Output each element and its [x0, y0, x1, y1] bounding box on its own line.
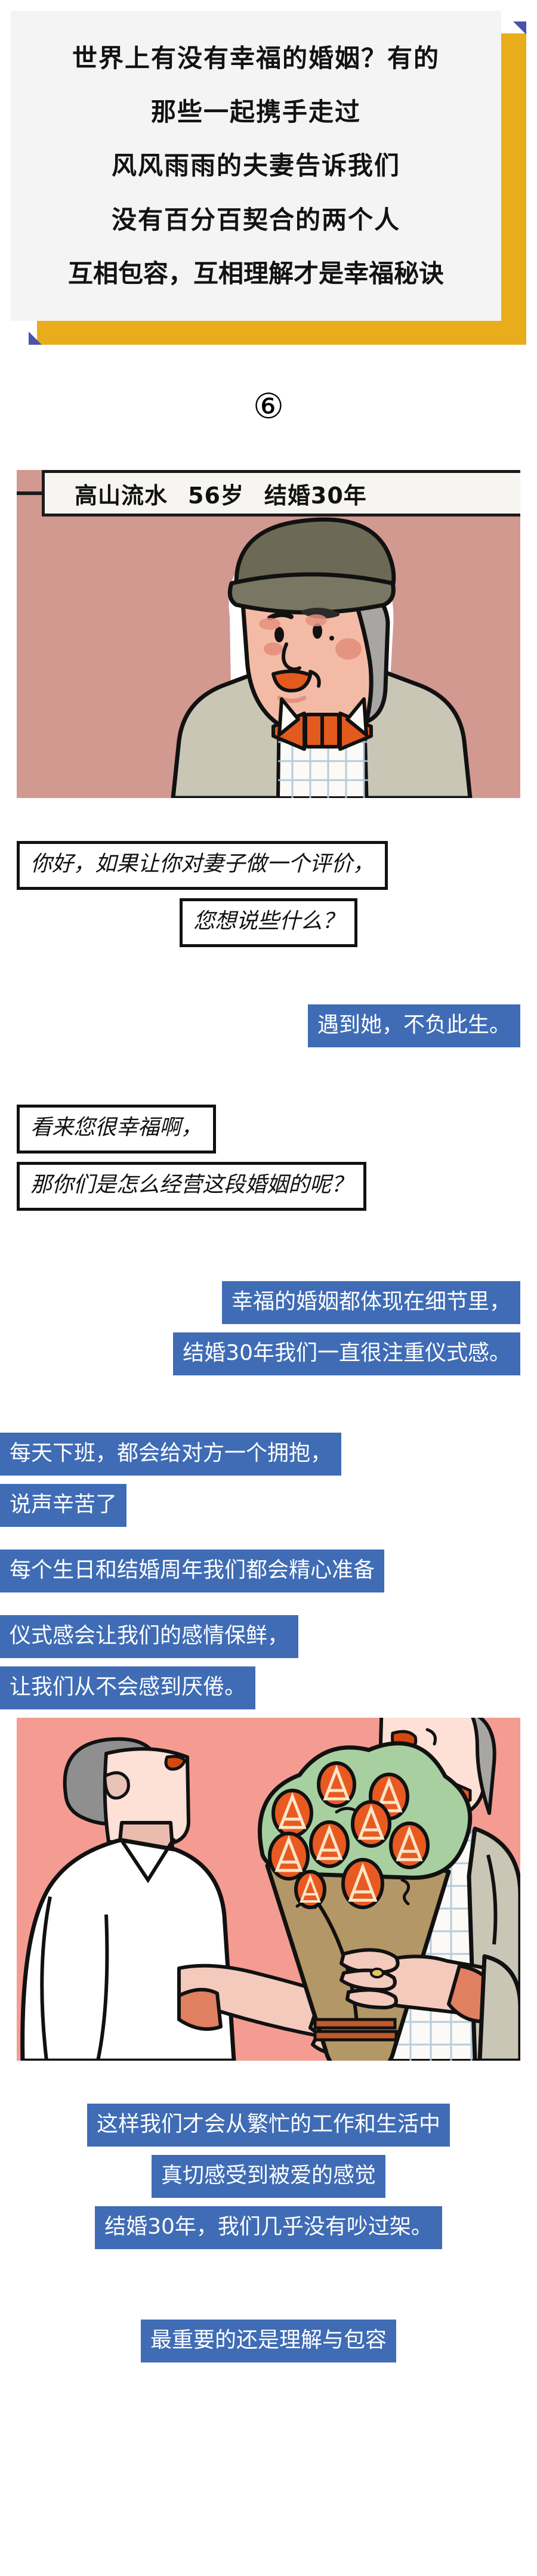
chat-row: 那你们是怎么经营这段婚姻的呢？: [17, 1162, 520, 1211]
hero-header: 世界上有没有幸福的婚姻？有的 那些一起携手走过 风风雨雨的夫妻告诉我们 没有百分…: [11, 11, 526, 345]
chat-row: 您想说些什么？: [17, 898, 520, 947]
profile-age: 56岁: [188, 482, 244, 509]
chat-row: 结婚30年，我们几乎没有吵过架。: [17, 2206, 520, 2249]
bubble-respondent: 让我们从不会感到厌倦。: [0, 1666, 256, 1709]
corner-triangle-top-right-icon: [513, 21, 526, 35]
bubble-interviewer: 看来您很幸福啊，: [17, 1105, 217, 1154]
hero-line-1: 世界上有没有幸福的婚姻？有的: [72, 43, 440, 73]
bubble-respondent: 真切感受到被爱的感觉: [151, 2155, 385, 2198]
hero-line-4: 没有百分百契合的两个人: [111, 205, 400, 234]
chat-row: 仪式感会让我们的感情保鲜，: [0, 1615, 520, 1658]
chat-row: 遇到她，不负此生。: [17, 1004, 520, 1047]
bubble-respondent: 每个生日和结婚周年我们都会精心准备: [0, 1550, 385, 1592]
chat-row: 每天下班，都会给对方一个拥抱，: [0, 1433, 520, 1476]
hero-line-2: 那些一起携手走过: [150, 97, 361, 127]
chat-row: 这样我们才会从繁忙的工作和生活中: [17, 2104, 520, 2147]
chat-row: 说声辛苦了: [0, 1484, 520, 1527]
chat-row: 最重要的还是理解与包容: [17, 2320, 520, 2362]
chat-row: 结婚30年我们一直很注重仪式感。: [17, 1332, 520, 1375]
bubble-respondent: 结婚30年，我们几乎没有吵过架。: [95, 2206, 442, 2249]
bubble-respondent: 每天下班，都会给对方一个拥抱，: [0, 1433, 342, 1476]
illustration-portrait-man: 高山流水 56岁 结婚30年: [17, 470, 520, 798]
bubble-interviewer: 那你们是怎么经营这段婚姻的呢？: [17, 1162, 367, 1211]
bubble-respondent: 仪式感会让我们的感情保鲜，: [0, 1615, 299, 1658]
chat-row: 幸福的婚姻都体现在细节里，: [17, 1281, 520, 1324]
bubble-respondent: 遇到她，不负此生。: [307, 1004, 520, 1047]
bubble-respondent: 这样我们才会从繁忙的工作和生活中: [87, 2104, 450, 2147]
hero-line-5: 互相包容，互相理解才是幸福秘诀: [67, 259, 444, 289]
conversation-block-1: 你好，如果让你对妻子做一个评价， 您想说些什么？ 遇到她，不负此生。 看来您很幸…: [0, 798, 537, 1718]
couple-giving-bouquet-icon: [17, 1718, 520, 2061]
bubble-respondent: 幸福的婚姻都体现在细节里，: [221, 1281, 520, 1324]
chat-row: 你好，如果让你对妻子做一个评价，: [17, 841, 520, 890]
profile-married-years: 结婚30年: [264, 482, 367, 509]
profile-nameplate: 高山流水 56岁 结婚30年: [42, 470, 520, 517]
bubble-respondent: 说声辛苦了: [0, 1484, 127, 1527]
profile-name: 高山流水: [75, 482, 168, 509]
bubble-respondent: 最重要的还是理解与包容: [140, 2320, 396, 2362]
nameplate-tick: [17, 491, 44, 495]
bubble-respondent: 结婚30年我们一直很注重仪式感。: [173, 1332, 520, 1375]
chat-row: 真切感受到被爱的感觉: [17, 2155, 520, 2198]
corner-triangle-bottom-left-icon: [29, 332, 42, 345]
conversation-block-2: 这样我们才会从繁忙的工作和生活中 真切感受到被爱的感觉 结婚30年，我们几乎没有…: [0, 2061, 537, 2362]
chat-row: 让我们从不会感到厌倦。: [0, 1666, 520, 1709]
portrait-man-with-flat-cap-icon: [17, 470, 520, 798]
chat-row: 看来您很幸福啊，: [17, 1105, 520, 1154]
section-number: ⑥: [253, 386, 284, 426]
illustration-couple-bouquet: [17, 1718, 520, 2061]
bubble-interviewer: 你好，如果让你对妻子做一个评价，: [17, 841, 388, 890]
chat-row: 每个生日和结婚周年我们都会精心准备: [0, 1550, 520, 1592]
hero-card: 世界上有没有幸福的婚姻？有的 那些一起携手走过 风风雨雨的夫妻告诉我们 没有百分…: [11, 11, 501, 321]
hero-line-3: 风风雨雨的夫妻告诉我们: [111, 151, 400, 181]
bubble-interviewer: 您想说些什么？: [179, 898, 357, 947]
